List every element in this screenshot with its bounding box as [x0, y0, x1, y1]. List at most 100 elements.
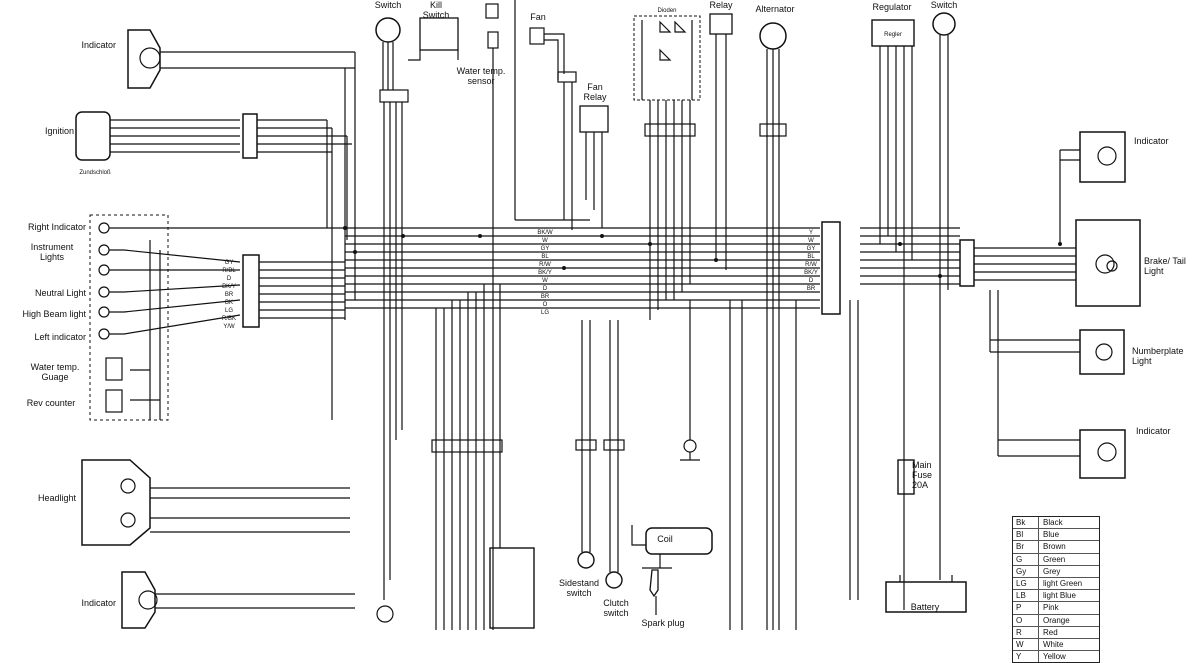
indicator-rear-left	[121, 571, 355, 629]
wire-code: LG	[224, 308, 233, 314]
legend-row: R Red	[1013, 626, 1099, 639]
legend-code: W	[1013, 638, 1039, 651]
fan-label: Fan	[530, 12, 546, 22]
legend-code: O	[1013, 614, 1039, 626]
legend-code: Bl	[1013, 529, 1039, 541]
legend-code: R	[1013, 626, 1039, 638]
wire-code: R/BK	[221, 316, 236, 322]
wire-code: GY	[540, 246, 550, 252]
legend-color-name: Yellow	[1043, 652, 1066, 662]
left-indicator-label: Left indicator	[34, 332, 86, 342]
wire-code: W	[542, 278, 548, 284]
wire-code: R/W	[805, 262, 817, 268]
wire-code: BR	[806, 286, 816, 292]
switch-right-top	[932, 12, 956, 580]
relay-top	[709, 13, 733, 270]
wire-code: LG	[540, 310, 549, 316]
indicator-rear-right	[997, 290, 1126, 479]
indicator-fr-label: Indicator	[1134, 136, 1169, 146]
fan-relay	[579, 105, 609, 228]
high-beam-label: High Beam light	[22, 309, 86, 319]
legend-color-name: light Green	[1043, 578, 1083, 588]
legend-code: Y	[1013, 651, 1039, 663]
zundschloss-label: Zundschloß	[79, 170, 111, 176]
wire-code: BK/Y	[222, 284, 236, 290]
neutral-light-label: Neutral Light	[34, 288, 86, 298]
wire-code: W	[808, 238, 814, 244]
handlebar-switch	[431, 284, 535, 630]
numberplate-light	[989, 290, 1125, 375]
wire-code: GY	[224, 260, 234, 266]
legend-row: Y Yellow	[1013, 651, 1099, 663]
spark-plug	[649, 569, 659, 615]
headlight-label: Headlight	[37, 493, 76, 503]
legend-code: Br	[1013, 541, 1039, 553]
wire-code: BR	[224, 292, 234, 298]
headlight	[81, 459, 350, 546]
indicator-fl-label: Indicator	[81, 40, 116, 50]
switch-right-top-label: Switch	[930, 0, 958, 10]
battery-label: Battery	[910, 602, 940, 612]
legend-row: LG light Green	[1013, 577, 1099, 591]
indicator-front-left	[127, 29, 356, 320]
legend-row: Gy Grey	[1013, 565, 1099, 578]
legend-color-name: Grey	[1043, 566, 1061, 576]
legend-code: P	[1013, 602, 1039, 614]
dioden-label: Dioden	[657, 8, 677, 14]
legend-code: LG	[1013, 577, 1039, 590]
indicator-rr-label: Indicator	[1136, 426, 1171, 436]
water-temp-sensor	[485, 3, 499, 630]
ignition-coil	[631, 525, 713, 569]
clutch-label: Clutch switch	[603, 598, 629, 618]
wire-code: R/W	[539, 262, 551, 268]
sidestand-switch	[575, 320, 597, 569]
water-temp-gauge-label: Water temp. Guage	[30, 362, 80, 382]
alternator	[759, 22, 787, 630]
sidestand-label: Sidestand switch	[558, 578, 600, 598]
battery	[885, 575, 967, 613]
wire-code: D	[226, 276, 232, 282]
kill-switch	[408, 17, 459, 61]
legend-color-name: Orange	[1043, 615, 1070, 625]
instrument-bulbs	[98, 222, 124, 413]
alternator-label: Alternator	[755, 4, 795, 14]
main-harness-bus	[345, 227, 960, 309]
wire-code: BK/W	[537, 230, 553, 236]
legend-color-name: Red	[1043, 627, 1058, 637]
wire-code: BK/Y	[538, 270, 552, 276]
clutch-switch	[603, 320, 625, 589]
indicator-rl-label: Indicator	[81, 598, 116, 608]
legend-code: G	[1013, 553, 1039, 565]
legend-color-name: Blue	[1043, 530, 1060, 540]
legend-code: Bk	[1013, 517, 1039, 529]
main-fuse	[897, 459, 915, 495]
switch-top	[375, 17, 409, 623]
rev-counter-label: Rev counter	[26, 398, 76, 408]
wire-code: BK	[224, 300, 233, 306]
wire-code: D	[542, 286, 548, 292]
water-temp-sensor-label: Water temp. sensor	[456, 66, 506, 86]
wire-code: BL	[541, 254, 549, 260]
dioden-box	[633, 15, 701, 320]
legend-code: Gy	[1013, 565, 1039, 577]
wire-code: Y	[808, 230, 813, 236]
ignition-label: Ignition	[44, 126, 74, 136]
wire-code: D	[808, 278, 814, 284]
legend-code: LB	[1013, 590, 1039, 602]
regulator-label: Regulator	[872, 2, 912, 12]
ground-symbol	[680, 300, 700, 461]
wire-code: R/BL	[222, 268, 236, 274]
brake-tail-label: Brake/ Tail Light	[1144, 256, 1186, 276]
regulator	[871, 19, 915, 610]
relay-top-label: Relay	[709, 0, 733, 10]
legend-row: O Orange	[1013, 614, 1099, 627]
wire-code: Y/W	[223, 324, 235, 330]
kill-switch-label: Kill Switch	[422, 0, 450, 20]
wiring-diagram	[75, 0, 1141, 630]
